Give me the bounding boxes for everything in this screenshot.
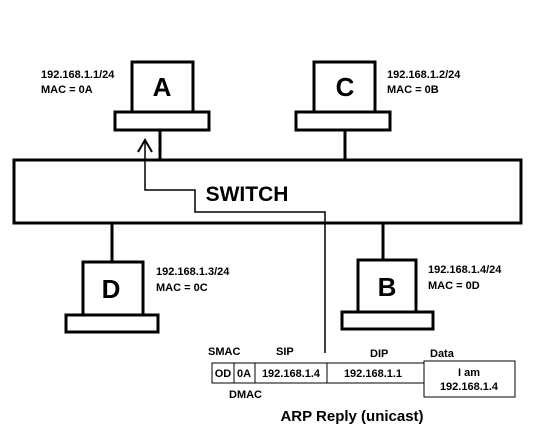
data-header: Data: [430, 348, 455, 360]
dmac-header: DMAC: [229, 389, 262, 401]
host-c: C 192.168.1.2/24 MAC = 0B: [294, 60, 461, 132]
data-value-line1: I am: [458, 367, 480, 379]
host-c-ip: 192.168.1.2/24: [387, 69, 461, 81]
sip-value: 192.168.1.4: [262, 368, 321, 380]
host-a-base: [113, 110, 211, 132]
host-d-ip: 192.168.1.3/24: [156, 266, 230, 278]
dmac-value: 0A: [237, 368, 251, 380]
data-value-line2: 192.168.1.4: [440, 381, 499, 393]
arrow-up-icon: [137, 138, 153, 153]
switch: SWITCH: [12, 158, 523, 225]
arp-reply-path: [144, 142, 326, 353]
host-c-mac: MAC = 0B: [387, 84, 439, 96]
sip-header: SIP: [276, 346, 294, 358]
host-c-monitor: [312, 60, 377, 114]
host-b: B 192.168.1.4/24 MAC = 0D: [340, 258, 502, 331]
smac-header: SMAC: [208, 346, 240, 358]
host-c-base: [294, 110, 392, 132]
host-d-base: [64, 313, 160, 334]
data-field: [423, 360, 516, 398]
frame-caption: ARP Reply (unicast): [280, 408, 423, 425]
host-a-mac: MAC = 0A: [41, 84, 93, 96]
dip-header: DIP: [370, 348, 388, 360]
host-b-base: [340, 310, 435, 331]
host-a-letter: A: [153, 72, 172, 102]
arp-frame: [211, 360, 516, 398]
host-a-ip: 192.168.1.1/24: [41, 69, 115, 81]
host-d-letter: D: [102, 274, 121, 304]
host-b-ip: 192.168.1.4/24: [428, 264, 502, 276]
host-c-letter: C: [336, 72, 355, 102]
host-d: D 192.168.1.3/24 MAC = 0C: [64, 260, 230, 334]
host-a: A 192.168.1.1/24 MAC = 0A: [41, 60, 211, 132]
host-b-mac: MAC = 0D: [428, 280, 480, 292]
dip-value: 192.168.1.1: [344, 368, 402, 380]
host-b-monitor: [356, 258, 418, 314]
host-d-mac: MAC = 0C: [156, 282, 208, 294]
switch-label: SWITCH: [206, 183, 289, 206]
host-b-letter: B: [378, 272, 397, 302]
smac-value: OD: [215, 368, 232, 380]
